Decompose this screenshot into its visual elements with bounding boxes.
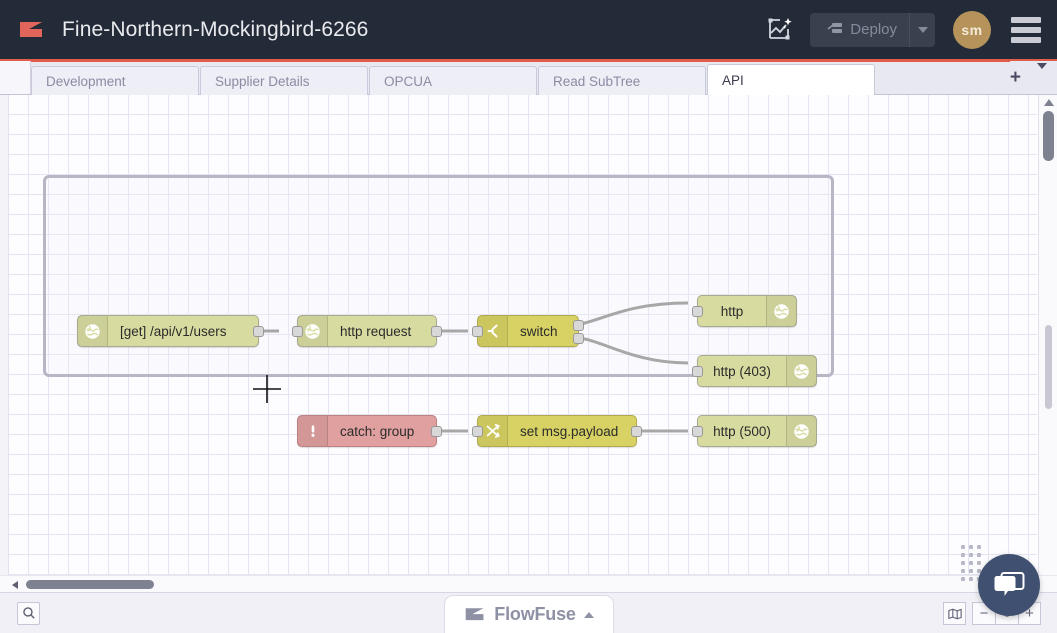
node-input-port[interactable] [292,326,303,337]
flow-tab-bar: Development Supplier Details OPCUA Read … [0,61,1057,95]
node-label: http [720,303,744,319]
avatar[interactable]: sm [953,10,991,49]
node-output-port[interactable] [431,326,442,337]
tab-api[interactable]: API [707,64,875,95]
search-icon[interactable] [17,601,40,625]
node-input-port[interactable] [692,366,703,377]
chevron-up-icon [583,611,594,618]
node-label: http request [340,323,412,339]
deploy-button-group[interactable]: Deploy [810,12,935,47]
workspace-left-rail [0,95,9,592]
deploy-button-label: Deploy [850,21,897,38]
page-title: Fine-Northern-Mockingbird-6266 [62,17,369,41]
globe-icon [786,356,816,386]
tab-development[interactable]: Development [31,66,199,95]
tab-bar-actions: + [1009,61,1057,94]
node-http-in[interactable]: [get] /api/v1/users [77,315,264,347]
alert-icon [298,416,328,446]
node-label: [get] /api/v1/users [120,323,227,339]
node-output-port-1[interactable] [573,320,584,331]
flow-workspace: [get] /api/v1/users http request switch [0,95,1057,633]
drag-dots-icon[interactable] [961,545,981,585]
node-input-port[interactable] [472,426,483,437]
flowfuse-logo-icon [465,607,484,620]
node-output-port-2[interactable] [573,333,584,344]
globe-icon [766,296,796,326]
node-output-port[interactable] [253,326,264,337]
tab-list-chevron-icon[interactable] [1037,62,1047,87]
tab-opcua[interactable]: OPCUA [369,66,537,95]
scroll-up-icon[interactable] [1044,99,1054,106]
node-change[interactable]: set msg.payload [472,415,642,447]
ai-generate-flow-icon[interactable] [758,10,802,50]
navigator-map-icon[interactable] [943,602,966,625]
node-switch[interactable]: switch [472,315,584,347]
globe-icon [298,316,328,346]
node-label: set msg.payload [520,423,619,439]
node-output-port[interactable] [631,426,642,437]
hamburger-menu-icon[interactable] [1011,16,1041,43]
globe-icon [786,416,816,446]
globe-icon [78,316,108,346]
tab-bar-gutter [0,61,31,94]
node-label: http (500) [713,423,771,439]
flowfuse-label: FlowFuse [494,604,576,624]
deploy-button[interactable]: Deploy [810,13,909,47]
node-label: catch: group [340,423,415,439]
node-label: switch [520,323,558,339]
tab-read-subtree[interactable]: Read SubTree [538,66,706,95]
vertical-scrollbar-thumb[interactable] [1043,111,1054,161]
chevron-down-icon [917,26,928,33]
deploy-icon [820,22,843,37]
canvas-vertical-scrollbar[interactable] [1038,95,1057,592]
node-input-port[interactable] [472,326,483,337]
flowfuse-logo-icon[interactable] [16,15,46,45]
chat-bubble-icon[interactable] [978,554,1040,616]
app-header: Fine-Northern-Mockingbird-6266 [0,0,1057,62]
node-output-port[interactable] [431,426,442,437]
flowfuse-footer-button[interactable]: FlowFuse [444,595,614,633]
node-http-request[interactable]: http request [292,315,442,347]
node-catch[interactable]: catch: group [297,415,442,447]
node-http-response[interactable]: http [692,295,797,327]
horizontal-scrollbar-thumb[interactable] [26,580,154,589]
tab-supplier-details[interactable]: Supplier Details [200,66,368,95]
node-http-response-403[interactable]: http (403) [692,355,817,387]
deploy-options-button[interactable] [909,12,935,47]
vertical-scrollbar-thumb-secondary[interactable] [1045,325,1052,409]
header-actions: Deploy sm [758,10,1057,50]
add-tab-icon[interactable]: + [1009,67,1021,88]
canvas-horizontal-scrollbar[interactable] [0,575,1057,592]
node-input-port[interactable] [692,426,703,437]
flow-canvas[interactable]: [get] /api/v1/users http request switch [9,95,1037,592]
swap-icon [478,416,508,446]
node-http-response-500[interactable]: http (500) [692,415,817,447]
node-input-port[interactable] [692,306,703,317]
node-label: http (403) [713,363,771,379]
scroll-left-icon[interactable] [12,581,18,589]
fork-icon [478,316,508,346]
